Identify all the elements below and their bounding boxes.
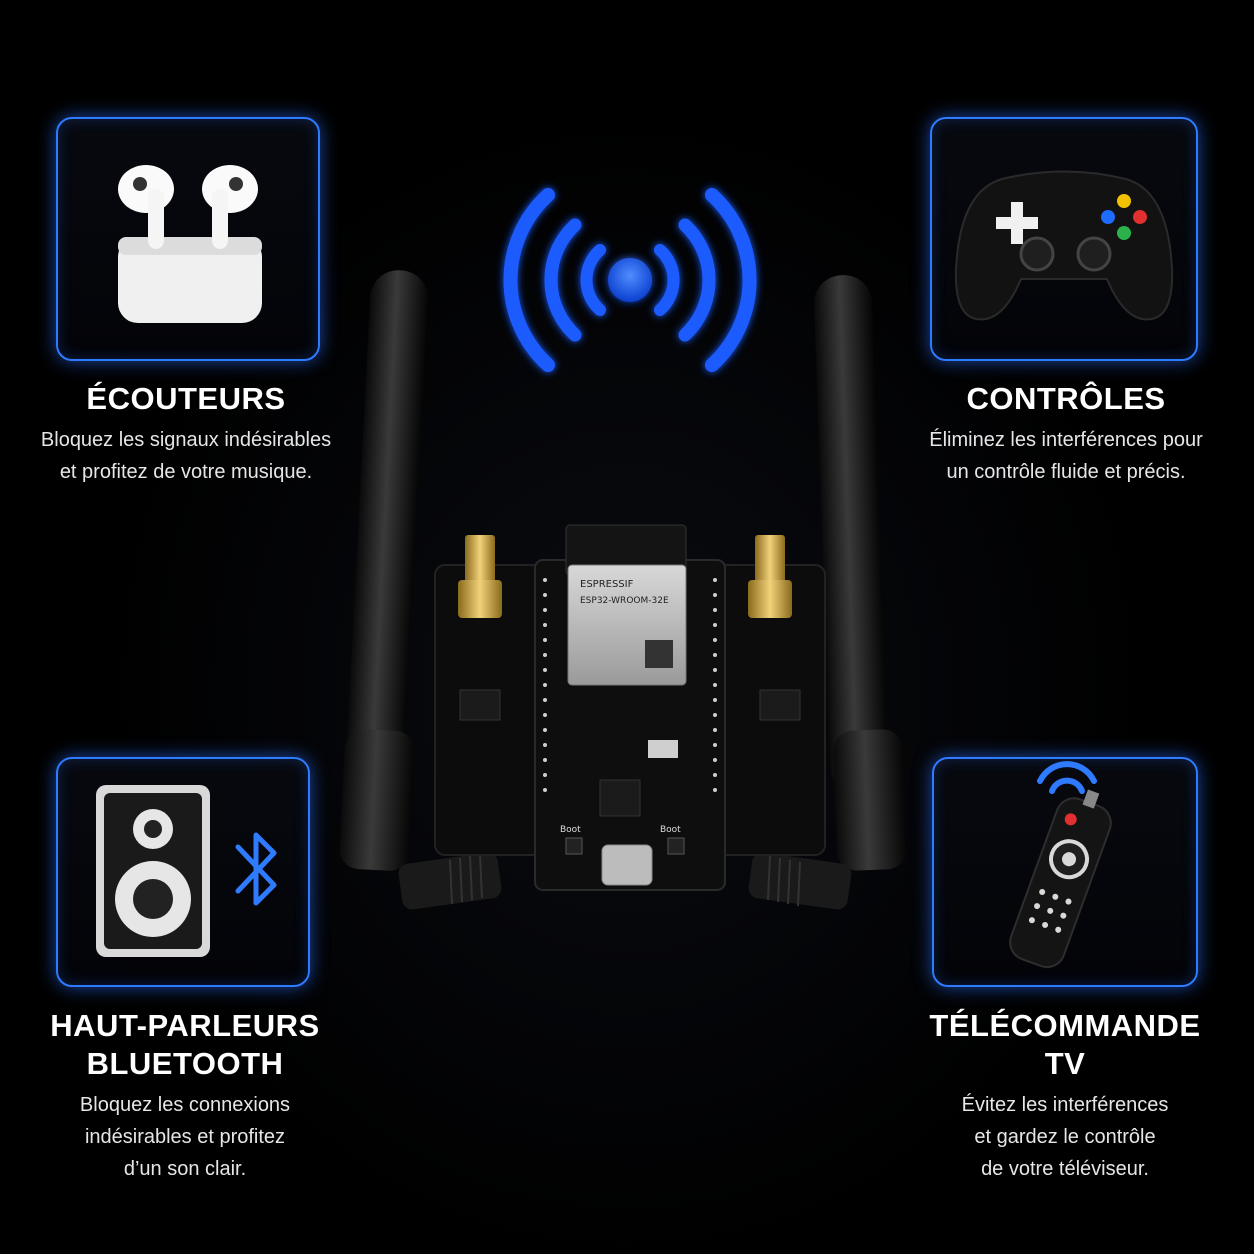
earbuds-icon [118, 165, 262, 323]
pcb: ESPRESSIF ESP32-WROOM-32E Boot Boot [434, 524, 826, 891]
esp32-jammer-board: ESPRESSIF ESP32-WROOM-32E Boot Boot [339, 270, 907, 910]
tv-remote-description: Évitez les interférences et gardez le co… [961, 1094, 1169, 1180]
speakers-title: HAUT-PARLEURS BLUETOOTH [50, 1008, 320, 1081]
button-label-right: Boot [660, 825, 681, 835]
earbuds-title: ÉCOUTEURS [86, 381, 286, 416]
tv-remote-card [932, 757, 1198, 987]
controllers-title: CONTRÔLES [966, 381, 1166, 416]
left-antenna [339, 270, 502, 910]
bluetooth-icon [235, 832, 277, 906]
speakers-description: Bloquez les connexions indésirables et p… [79, 1094, 291, 1180]
button-label-left: Boot [560, 825, 581, 835]
gamepad-icon [954, 170, 1174, 321]
wireless-signal-icon [503, 188, 757, 372]
controllers-card [930, 117, 1198, 361]
right-antenna [748, 275, 907, 910]
remote-icon [1009, 761, 1112, 969]
module-brand: ESPRESSIF [580, 579, 634, 590]
tv-remote-title: TÉLÉCOMMANDE TV [929, 1008, 1201, 1081]
earbuds-description: Bloquez les signaux indésirables et prof… [40, 429, 332, 483]
earbuds-card [56, 117, 320, 361]
speaker-icon [96, 785, 210, 957]
speakers-card [56, 757, 310, 987]
module-model: ESP32-WROOM-32E [580, 596, 669, 606]
controllers-description: Éliminez les interférences pour un contr… [929, 429, 1203, 483]
